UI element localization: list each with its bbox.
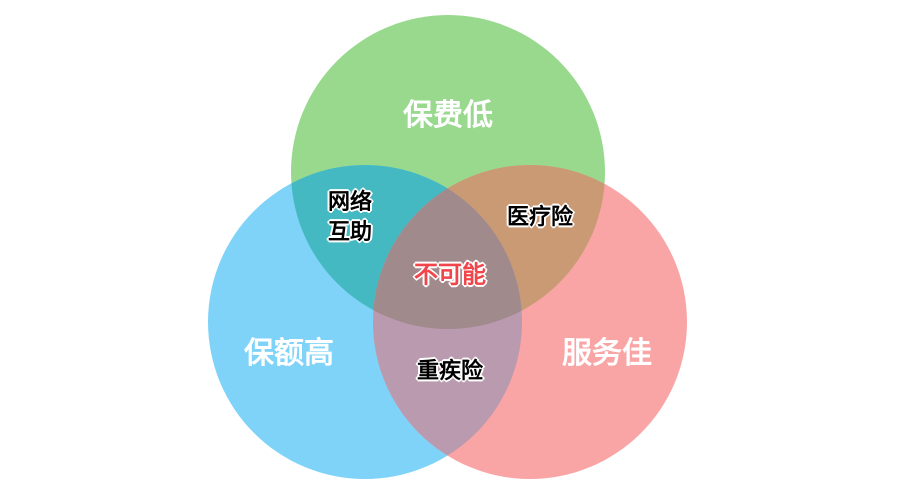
label-high-coverage: 保额高 (244, 336, 334, 371)
label-low-premium: 保费低 (403, 98, 493, 133)
label-line-1: 网络 (327, 190, 373, 215)
label-medical-insurance: 医疗险 (506, 205, 574, 230)
label-critical-illness-insurance: 重疾险 (416, 359, 484, 384)
label-good-service: 服务佳 (562, 336, 652, 371)
label-line-2: 互助 (327, 220, 373, 245)
label-online-mutual-aid: 网络 互助 (328, 188, 372, 248)
overlap-all (373, 165, 522, 329)
label-impossible: 不可能 (414, 260, 486, 289)
